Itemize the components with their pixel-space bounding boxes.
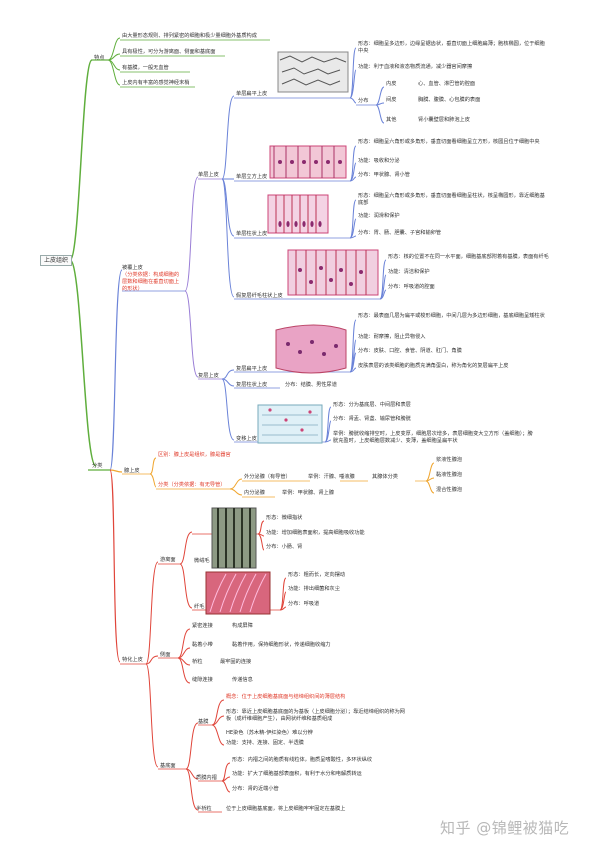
junction-key: 黏着小带	[192, 642, 213, 648]
covering-note: （分类依据：构成细胞的层数和细胞在垂直切面上的形状）	[122, 272, 180, 292]
root-node[interactable]: 上皮组织	[40, 255, 73, 266]
dist-value: 胸膜、腹膜、心包膜的表面	[418, 97, 481, 103]
simple-cuboidal-shape: 形态：细胞呈六角形或多角形，垂直切面看细胞呈立方形，核圆且位于细胞中央	[358, 139, 540, 145]
dist-value: 肾小囊壁层和肺泡上皮	[418, 117, 470, 123]
stratified-squamous-dist: 分布：皮肤、口腔、食管、阴道、肛门、角膜	[358, 348, 462, 354]
stratified-squamous-image	[275, 324, 347, 374]
infolding-shape: 形态：内褶之间的胞质有线粒体，胞质呈嗜酸性，多环状纵纹	[232, 757, 373, 763]
stratified-squamous-note: 皮肤表层的该类细胞的胞质充满角蛋白，称为角化的复层扁平上皮	[358, 363, 509, 369]
simple-squamous-dist: 分布	[358, 98, 369, 104]
infolding-label[interactable]: 质膜内褶	[196, 775, 217, 781]
squamous-epithelium-image	[277, 51, 349, 93]
simple-squamous-shape: 形态：细胞呈多边形，边缘呈锯齿状，垂直切面上细胞扁薄；胞核椭圆，位于细胞中央	[358, 41, 545, 54]
acinus-type: 浆液性腺泡	[436, 457, 462, 463]
basal-surface-label[interactable]: 基底面	[160, 763, 176, 769]
cuboidal-epithelium-image	[269, 145, 347, 179]
dist-key: 内皮	[386, 81, 397, 87]
simple-columnar-shape: 形态：细胞呈六角形或多角形，垂直切面看细胞呈柱状，核呈椭圆形，靠近细胞基底部	[358, 193, 545, 206]
junction-value: 传递信息	[232, 677, 253, 683]
lateral-label[interactable]: 侧面	[160, 652, 171, 658]
dist-key: 其他	[386, 117, 397, 123]
cilia-dist: 分布：呼吸道	[288, 601, 320, 607]
glandular-classification: 分类（分类依据：有无导管）	[158, 482, 226, 488]
classify-label[interactable]: 分类	[92, 463, 103, 469]
pseudostratified-dist: 分布：呼吸道的腔面	[388, 284, 435, 290]
cilia-image	[205, 571, 271, 615]
transitional-shape: 形态：分为基底层、中间层和表层	[333, 402, 411, 408]
microvilli-dist: 分布：小肠、肾	[266, 544, 303, 550]
covering-epithelium[interactable]: 被覆上皮	[122, 265, 143, 271]
simple-cuboidal-dist: 分布：甲状腺、肾小管	[358, 172, 410, 178]
exocrine-example: 举例：汗腺、唾液腺	[308, 474, 355, 480]
transitional-example: 举例：膀胱收缩排空时，上皮变厚，细胞层次增多，表层细胞变大立方形（盖细胞）；膀胱…	[333, 431, 533, 444]
glandular-label[interactable]: 腺上皮	[124, 468, 140, 474]
stratified-columnar-dist: 分布：结膜、男性尿道	[285, 382, 337, 388]
hemidesmosome-label[interactable]: 半桥粒	[196, 806, 212, 812]
microvilli-image	[211, 507, 257, 569]
junction-value: 黏着作用，保持细胞形状，传递细胞收缩力	[232, 642, 331, 648]
simple-columnar-dist: 分布：胃、肠、胆囊、子宫和输卵管	[358, 230, 442, 236]
microvilli-func: 功能：增加细胞表面积，提高细胞吸收功能	[266, 530, 365, 536]
pseudostratified-shape: 形态：核的位置不在同一水平面，细胞基底部附着有基膜，表面有纤毛	[388, 254, 549, 260]
acinus-type: 混合性腺泡	[436, 487, 462, 493]
feature-item: 具有极性，可分为游离面、侧面和基底面	[122, 49, 216, 55]
hemidesmosome-text: 位于上皮细胞基底面，将上皮细胞牢牢固定在基膜上	[226, 806, 346, 812]
glandular-diff: 区别：腺上皮是组织，腺是器官	[158, 452, 231, 458]
watermark: 知乎 @锦鲤被猫吃	[440, 819, 570, 837]
infolding-func: 功能：扩大了细胞基部表面积，有利于水分和电解质转运	[232, 771, 362, 777]
transitional-epithelium-image	[257, 404, 323, 444]
simple-columnar-label[interactable]: 单层柱状上皮	[236, 231, 268, 237]
feature-item: 上皮内有丰富的感觉神经末梢	[122, 80, 190, 86]
free-surface-label[interactable]: 游离面	[160, 557, 176, 563]
cilia-func: 功能：排出细菌和灰尘	[288, 586, 340, 592]
exocrine-label[interactable]: 外分泌腺（有导管）	[244, 474, 291, 480]
simple-columnar-func: 功能：润滑和保护	[358, 213, 400, 219]
pseudostratified-label[interactable]: 假复层纤毛柱状上皮	[236, 293, 283, 299]
basement-membrane-shape: 形态：靠近上皮细胞基底面的为基板（上皮细胞分泌）；靠近结缔组织的称为网板（成纤维…	[226, 709, 405, 722]
cilia-shape: 形态：粗而长，定向摆动	[288, 572, 346, 578]
simple-squamous-label[interactable]: 单层扁平上皮	[236, 91, 268, 97]
special-label[interactable]: 特化上皮	[122, 657, 143, 663]
simple-cuboidal-func: 功能：吸收和分泌	[358, 158, 400, 164]
dist-key: 间皮	[386, 97, 397, 103]
basement-membrane-concept: 概念：位于上皮细胞基底面与结缔组织间的薄层结构	[226, 694, 346, 700]
microvilli-label[interactable]: 微绒毛	[194, 558, 210, 564]
endocrine-label[interactable]: 内分泌腺	[244, 490, 265, 496]
stratified-squamous-label[interactable]: 复层扁平上皮	[236, 366, 268, 372]
feature-item: 有基膜，一般无血管	[122, 65, 169, 71]
junction-value: 最牢固的连接	[220, 659, 252, 665]
columnar-epithelium-image	[267, 194, 329, 234]
simple-squamous-func: 功能：利于血液和液态物质流通，减少器官间摩擦	[358, 64, 473, 70]
transitional-label[interactable]: 变移上皮	[236, 436, 257, 442]
stratified-squamous-func: 功能：耐摩擦，阻止异物侵入	[358, 334, 426, 340]
single-layer-label[interactable]: 单层上皮	[198, 172, 219, 178]
junction-value: 构成屏障	[232, 623, 253, 629]
basement-membrane-label[interactable]: 基膜	[198, 719, 209, 725]
acinus-type: 黏液性腺泡	[436, 472, 462, 478]
basement-membrane-func: 功能：支持、连接、固定、半透膜	[226, 740, 304, 746]
exocrine-types-label: 其腺体分类	[372, 474, 398, 480]
dist-value: 心、血管、淋巴管的腔面	[418, 81, 476, 87]
simple-cuboidal-label[interactable]: 单层立方上皮	[236, 174, 268, 180]
junction-key: 缝隙连接	[192, 677, 213, 683]
microvilli-shape: 形态：微细指状	[266, 515, 303, 521]
stratified-columnar-label[interactable]: 复层柱状上皮	[236, 382, 268, 388]
cilia-label[interactable]: 纤毛	[194, 604, 205, 610]
transitional-dist: 分布：肾盂、肾盏、输尿管和膀胱	[333, 416, 411, 422]
features-label[interactable]: 特点	[94, 55, 105, 61]
junction-key: 紧密连接	[192, 623, 213, 629]
endocrine-example: 举例：甲状腺、肾上腺	[282, 490, 334, 496]
multi-layer-label[interactable]: 复层上皮	[198, 373, 219, 379]
infolding-dist: 分布：肾的近端小管	[232, 786, 279, 792]
feature-item: 由大量形态规则、排列紧密的细胞和极少量细胞外基质构成	[122, 33, 257, 39]
basement-membrane-he: HE染色（苏木精-伊红染色）难以分辨	[226, 730, 313, 736]
junction-key: 桥粒	[192, 659, 203, 665]
pseudostratified-epithelium-image	[287, 249, 379, 296]
pseudostratified-func: 功能：清洁和保护	[388, 269, 430, 275]
stratified-squamous-shape: 形态：最表面几层为扁平或梭形细胞，中间几层为多边形细胞，基底细胞呈矮柱状	[358, 313, 545, 319]
